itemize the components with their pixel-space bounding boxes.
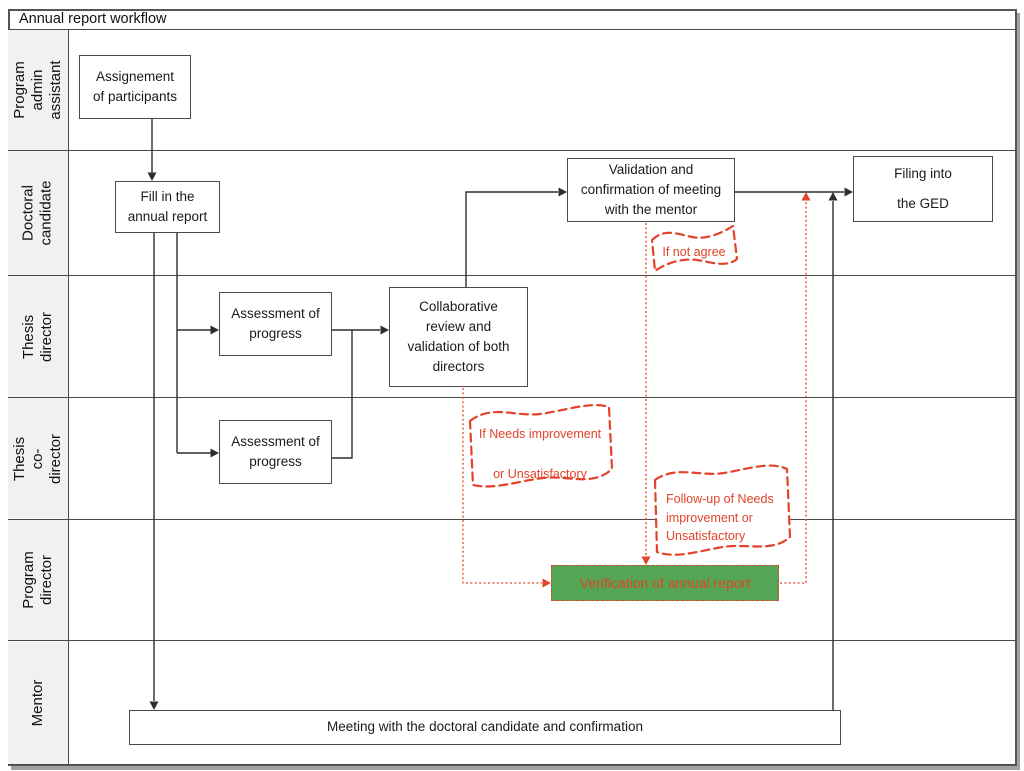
lane-program-admin-assistant: Program admin assistant [8, 30, 1017, 151]
node-assessment-of-progress-codirector: Assessment of progress [219, 420, 332, 484]
diagram-frame [8, 9, 1017, 766]
annotation-if-not-agree: If not agree [662, 245, 726, 259]
node-verification-of-annual-report: Verification of annual report [551, 565, 779, 601]
node-meeting-with-doctoral-candidate: Meeting with the doctoral candidate and … [129, 710, 841, 745]
node-collaborative-review-validation: Collaborative review and validation of b… [389, 287, 528, 387]
lane-mentor: Mentor [8, 641, 1017, 765]
lane-label-program-admin-assistant: Program admin assistant [8, 30, 69, 150]
node-assessment-of-progress-director: Assessment of progress [219, 292, 332, 356]
lane-label-thesis-director: Thesis director [8, 276, 69, 397]
annotation-needs-improvement: If Needs improvement or Unsatisfactory [478, 427, 602, 481]
diagram-title-bar: Annual report workflow [8, 9, 1017, 30]
lane-program-director: Program director [8, 520, 1017, 641]
node-validation-confirmation-meeting: Validation and confirmation of meeting w… [567, 158, 735, 222]
diagram-title: Annual report workflow [19, 11, 167, 27]
annotation-follow-up: Follow-up of Needs improvement or Unsati… [666, 492, 774, 543]
node-filing-into-ged: Filing into the GED [853, 156, 993, 222]
lane-label-doctoral-candidate: Doctoral candidate [8, 151, 69, 275]
lane-label-thesis-co-director: Thesis co- director [8, 398, 69, 519]
node-fill-in-annual-report: Fill in the annual report [115, 181, 220, 233]
node-assignment-of-participants: Assignement of participants [79, 55, 191, 119]
lane-label-program-director: Program director [8, 520, 69, 640]
lane-label-mentor: Mentor [8, 641, 69, 764]
